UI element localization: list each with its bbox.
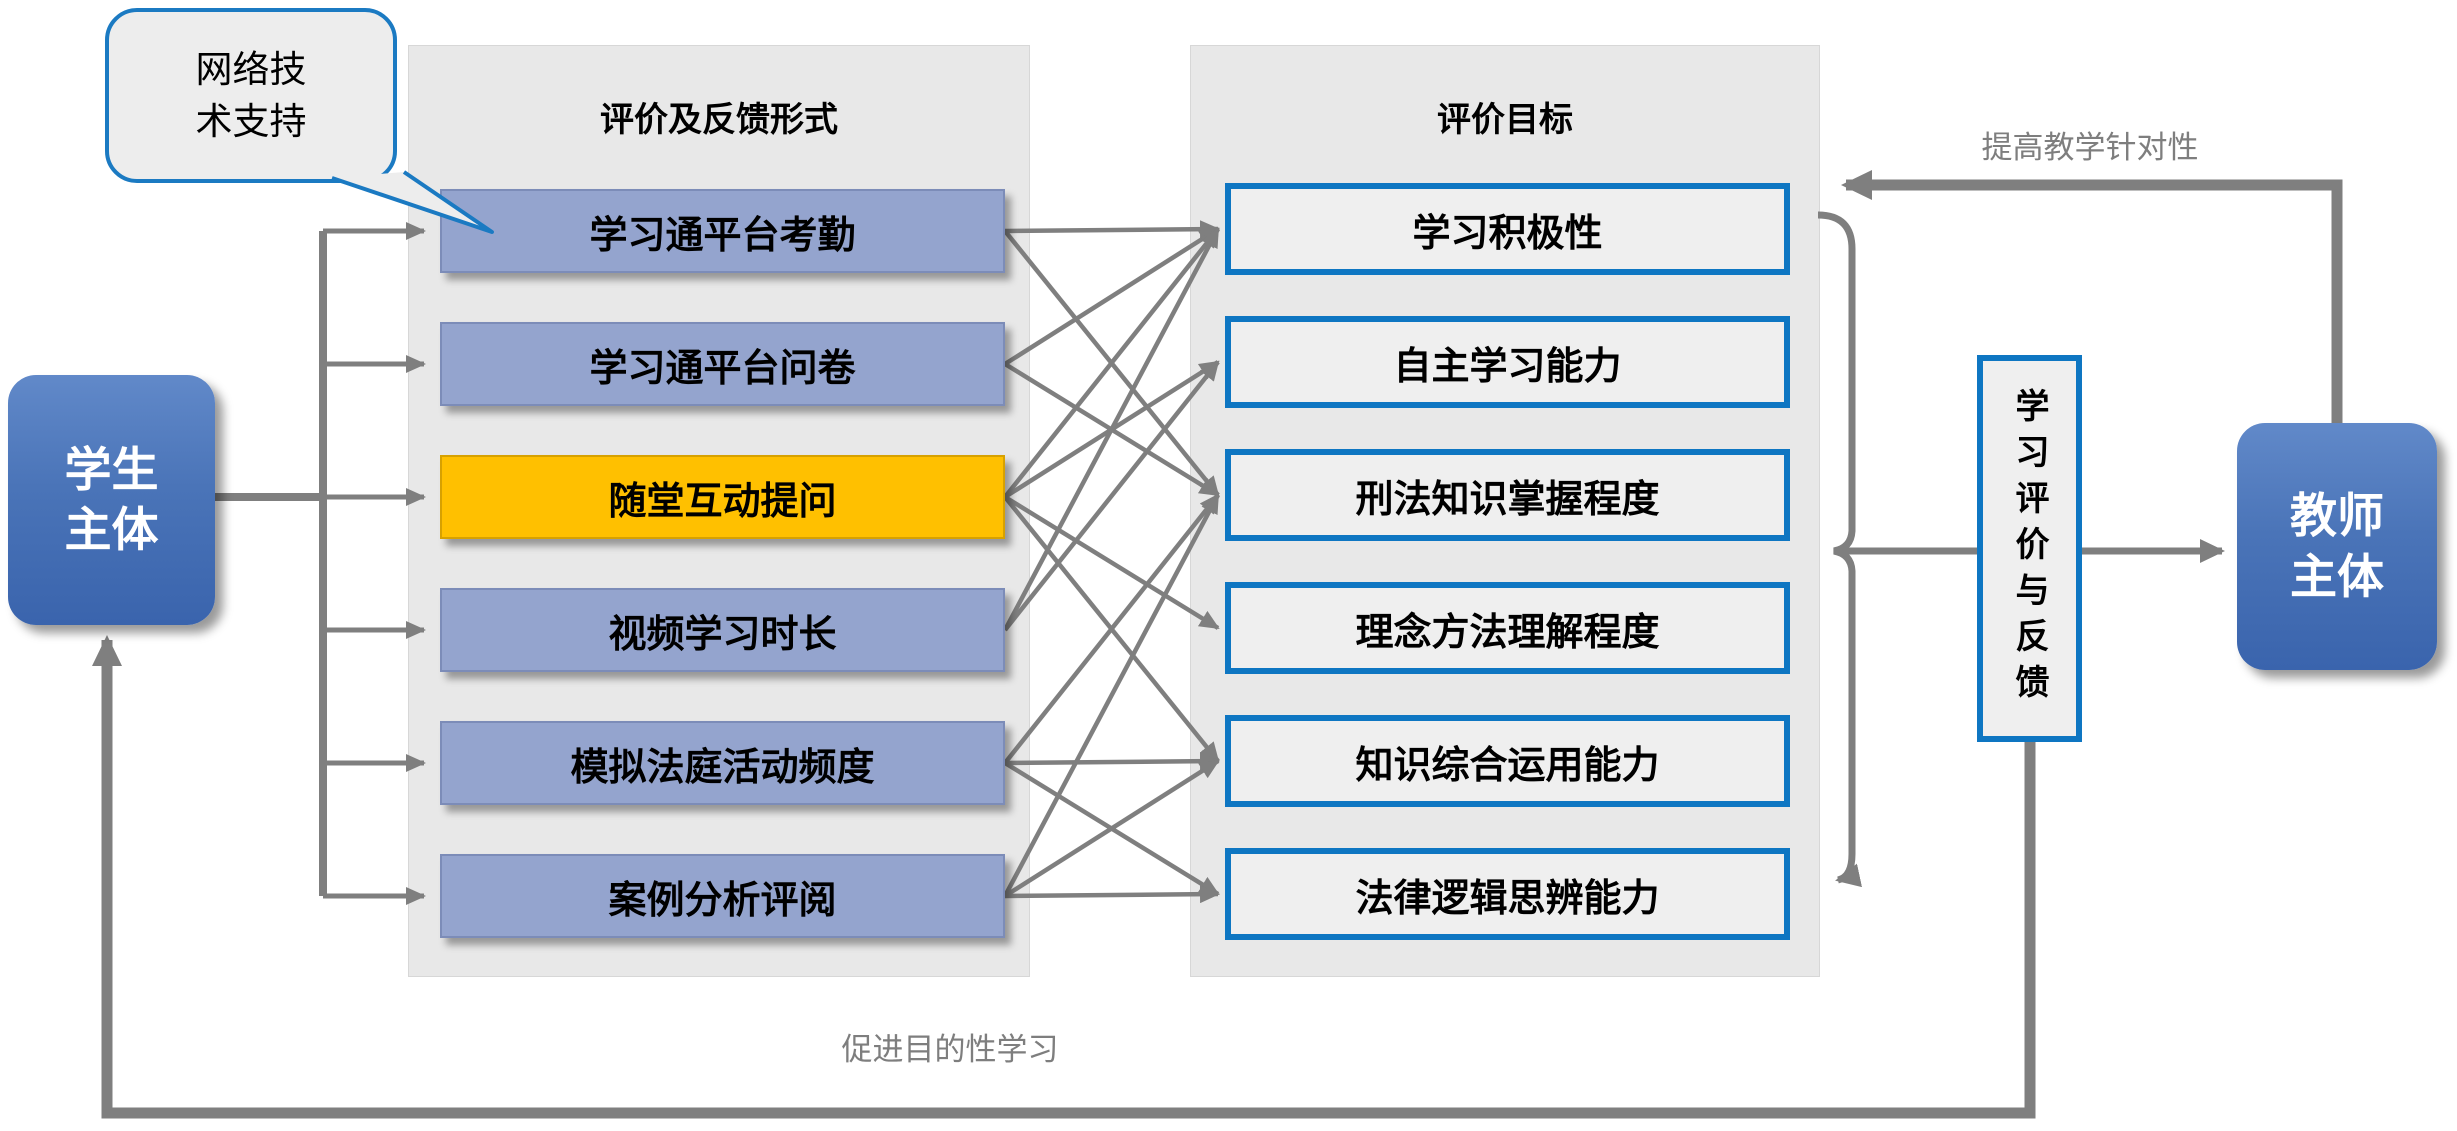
- form-box-survey: 学习通平台问卷: [440, 322, 1005, 406]
- mapping-line-L6-R5: [1003, 759, 1220, 898]
- forms-panel-title: 评价及反馈形式: [600, 101, 838, 139]
- target-box-criminal-law-mastery: 刑法知识掌握程度: [1225, 449, 1790, 541]
- mapping-lines-group: [1003, 220, 1220, 904]
- target-box-label: 知识综合运用能力: [1355, 744, 1660, 787]
- form-box-label: 案例分析评阅: [608, 879, 837, 922]
- mapping-line-L3-R1: [1003, 227, 1220, 499]
- target-box-label: 学习积极性: [1412, 212, 1603, 255]
- student-node-line: 主体: [64, 503, 159, 556]
- student-feedback-arrow: [92, 635, 2036, 1119]
- mapping-line-L5-R3: [1003, 493, 1220, 765]
- form-box-attendance: 学习通平台考勤: [440, 189, 1005, 273]
- form-box-moot-court: 模拟法庭活动频度: [440, 721, 1005, 805]
- teacher-node-line: 主体: [2290, 549, 2384, 603]
- target-box-knowledge-application: 知识综合运用能力: [1225, 715, 1790, 807]
- target-box-concept-understanding: 理念方法理解程度: [1225, 582, 1790, 674]
- form-box-label: 随堂互动提问: [608, 480, 837, 523]
- teacher-feedback-arrow: [1841, 170, 2343, 423]
- evaluation-feedback-box: 学习评价与反馈: [1977, 355, 2082, 742]
- target-box-label: 刑法知识掌握程度: [1355, 478, 1660, 521]
- form-box-label: 视频学习时长: [608, 613, 837, 656]
- target-box-self-learning: 自主学习能力: [1225, 316, 1790, 408]
- form-box-video-time: 视频学习时长: [440, 588, 1005, 672]
- mapping-line-L6-R3: [1003, 493, 1220, 898]
- mapping-line-L4-R2: [1003, 360, 1220, 632]
- teacher-node-line: 教师: [2290, 489, 2384, 543]
- network-support-callout: 网络技 术支持: [105, 8, 397, 183]
- form-box-case-review: 案例分析评阅: [440, 854, 1005, 938]
- form-box-in-class-questions: 随堂互动提问: [440, 455, 1005, 539]
- target-box-label: 法律逻辑思辨能力: [1355, 877, 1660, 920]
- mapping-line-L4-R1: [1003, 227, 1220, 632]
- mapping-line-L6-R6: [1004, 885, 1220, 904]
- target-box-label: 自主学习能力: [1393, 345, 1622, 388]
- mapping-line-L1-R1: [1004, 220, 1220, 239]
- target-box-legal-logic: 法律逻辑思辨能力: [1225, 848, 1790, 940]
- mapping-line-L2-R1: [1003, 227, 1220, 366]
- callout-line: 术支持: [195, 100, 307, 142]
- form-box-label: 学习通平台考勤: [589, 214, 856, 257]
- target-box-label: 理念方法理解程度: [1355, 611, 1660, 654]
- targets-panel-title: 评价目标: [1437, 101, 1573, 139]
- callout-line: 网络技: [195, 48, 307, 90]
- form-box-label: 模拟法庭活动频度: [570, 746, 875, 789]
- teacher-node: 教师 主体: [2237, 423, 2437, 670]
- form-box-label: 学习通平台问卷: [589, 347, 856, 390]
- top-feedback-label: 提高教学针对性: [1981, 130, 2199, 165]
- mapping-line-L5-R5: [1004, 752, 1220, 771]
- bottom-feedback-label: 促进目的性学习: [841, 1032, 1059, 1067]
- target-box-motivation: 学习积极性: [1225, 183, 1790, 275]
- student-node-line: 学生: [64, 442, 159, 496]
- student-node: 学生 主体: [8, 375, 215, 625]
- mapping-line-L3-R4: [1003, 495, 1220, 630]
